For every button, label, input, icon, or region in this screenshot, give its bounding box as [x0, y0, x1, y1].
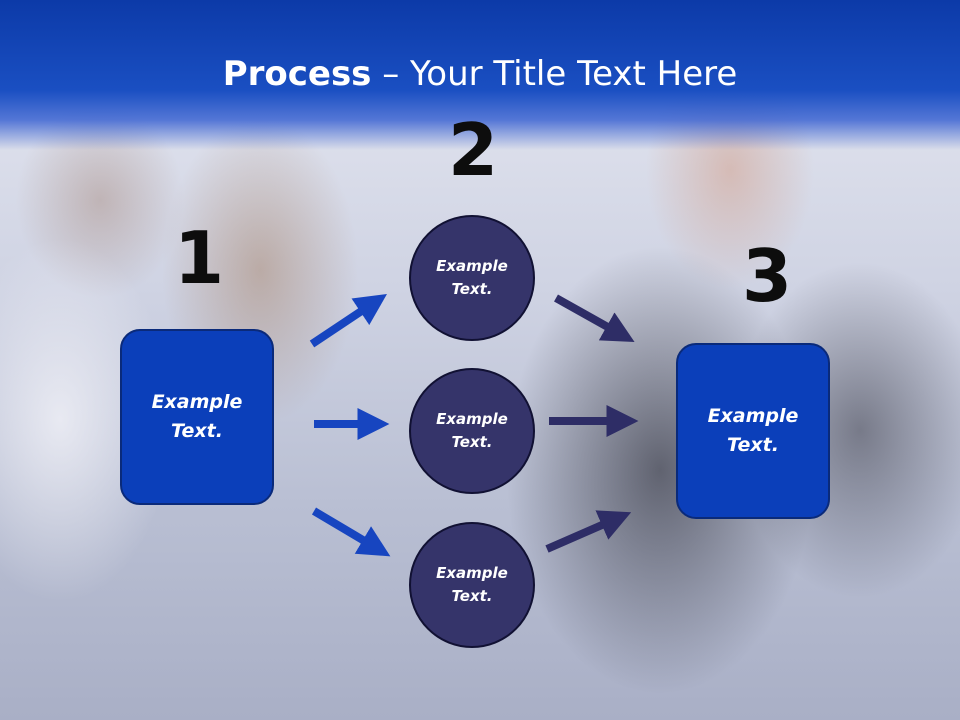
arrow-box1-to-circle1: [309, 294, 387, 348]
arrow-circle1-to-box3: [554, 294, 635, 343]
step-number-2: 2: [447, 108, 499, 192]
step-1-box-text: Example Text.: [151, 391, 243, 442]
step-1-box: Example Text.: [120, 329, 274, 505]
circle-middle-text: Example Text.: [436, 410, 508, 451]
arrow-box1-to-circle3: [311, 507, 391, 557]
circle-top-text: Example Text.: [436, 257, 508, 298]
circle-bottom-text: Example Text.: [436, 564, 508, 605]
step-3-box: Example Text.: [676, 343, 830, 519]
step-2-circle-bottom: Example Text.: [409, 522, 535, 648]
step-number-3: 3: [741, 234, 793, 318]
step-2-circle-top: Example Text.: [409, 215, 535, 341]
title-rest-part: – Your Title Text Here: [371, 54, 738, 94]
step-2-circle-middle: Example Text.: [409, 368, 535, 494]
step-3-box-text: Example Text.: [707, 405, 799, 456]
step-number-1: 1: [173, 216, 225, 300]
slide-title: Process – Your Title Text Here: [0, 52, 960, 96]
title-bold-part: Process: [222, 54, 372, 94]
arrow-circle3-to-box3: [545, 510, 632, 553]
header-band: [0, 0, 960, 150]
